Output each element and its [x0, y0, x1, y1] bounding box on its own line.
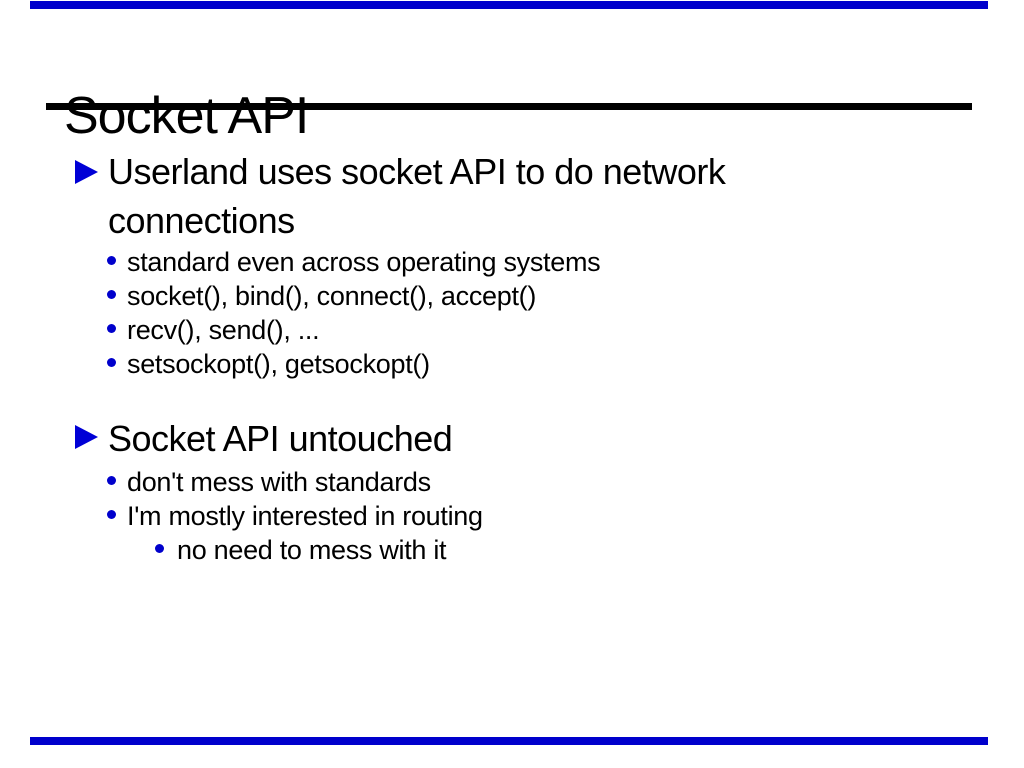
triangle-right-icon — [75, 425, 98, 449]
list-item-label: standard even across operating systems — [127, 246, 601, 277]
bullet-list-section1: standard even across operating systems s… — [0, 245, 601, 381]
list-item: don't mess with standards — [0, 465, 483, 499]
top-border-bar — [30, 1, 988, 9]
list-item-sublevel: no need to mess with it — [0, 533, 483, 567]
list-item: I'm mostly interested in routing — [0, 499, 483, 533]
dot-icon — [107, 324, 116, 333]
bullet-list-section2: don't mess with standards I'm mostly int… — [0, 465, 483, 567]
list-item: setsockopt(), getsockopt() — [0, 347, 600, 381]
title-underline — [46, 103, 972, 110]
dot-icon — [107, 256, 116, 265]
list-item: socket(), bind(), connect(), accept() — [0, 279, 600, 313]
dot-icon — [107, 290, 116, 299]
bullet-level1-heading: Socket API untouched — [108, 418, 453, 459]
dot-icon — [107, 476, 116, 485]
triangle-right-icon — [75, 160, 98, 184]
list-item-label: no need to mess with it — [177, 534, 447, 565]
bottom-border-bar — [30, 737, 988, 745]
list-item-label: setsockopt(), getsockopt() — [127, 348, 430, 379]
list-item-label: recv(), send(), ... — [127, 314, 320, 345]
bullet-level1-heading: Userland uses socket API to do network c… — [108, 151, 726, 241]
slide-title: Socket API — [64, 86, 309, 145]
dot-icon — [107, 510, 116, 519]
list-item: standard even across operating systems — [0, 245, 601, 279]
list-item-label: I'm mostly interested in routing — [127, 500, 483, 531]
list-item-label: don't mess with standards — [127, 466, 431, 497]
dot-icon — [155, 544, 164, 553]
dot-icon — [107, 358, 116, 367]
list-item: recv(), send(), ... — [0, 313, 600, 347]
list-item-label: socket(), bind(), connect(), accept() — [127, 280, 537, 311]
